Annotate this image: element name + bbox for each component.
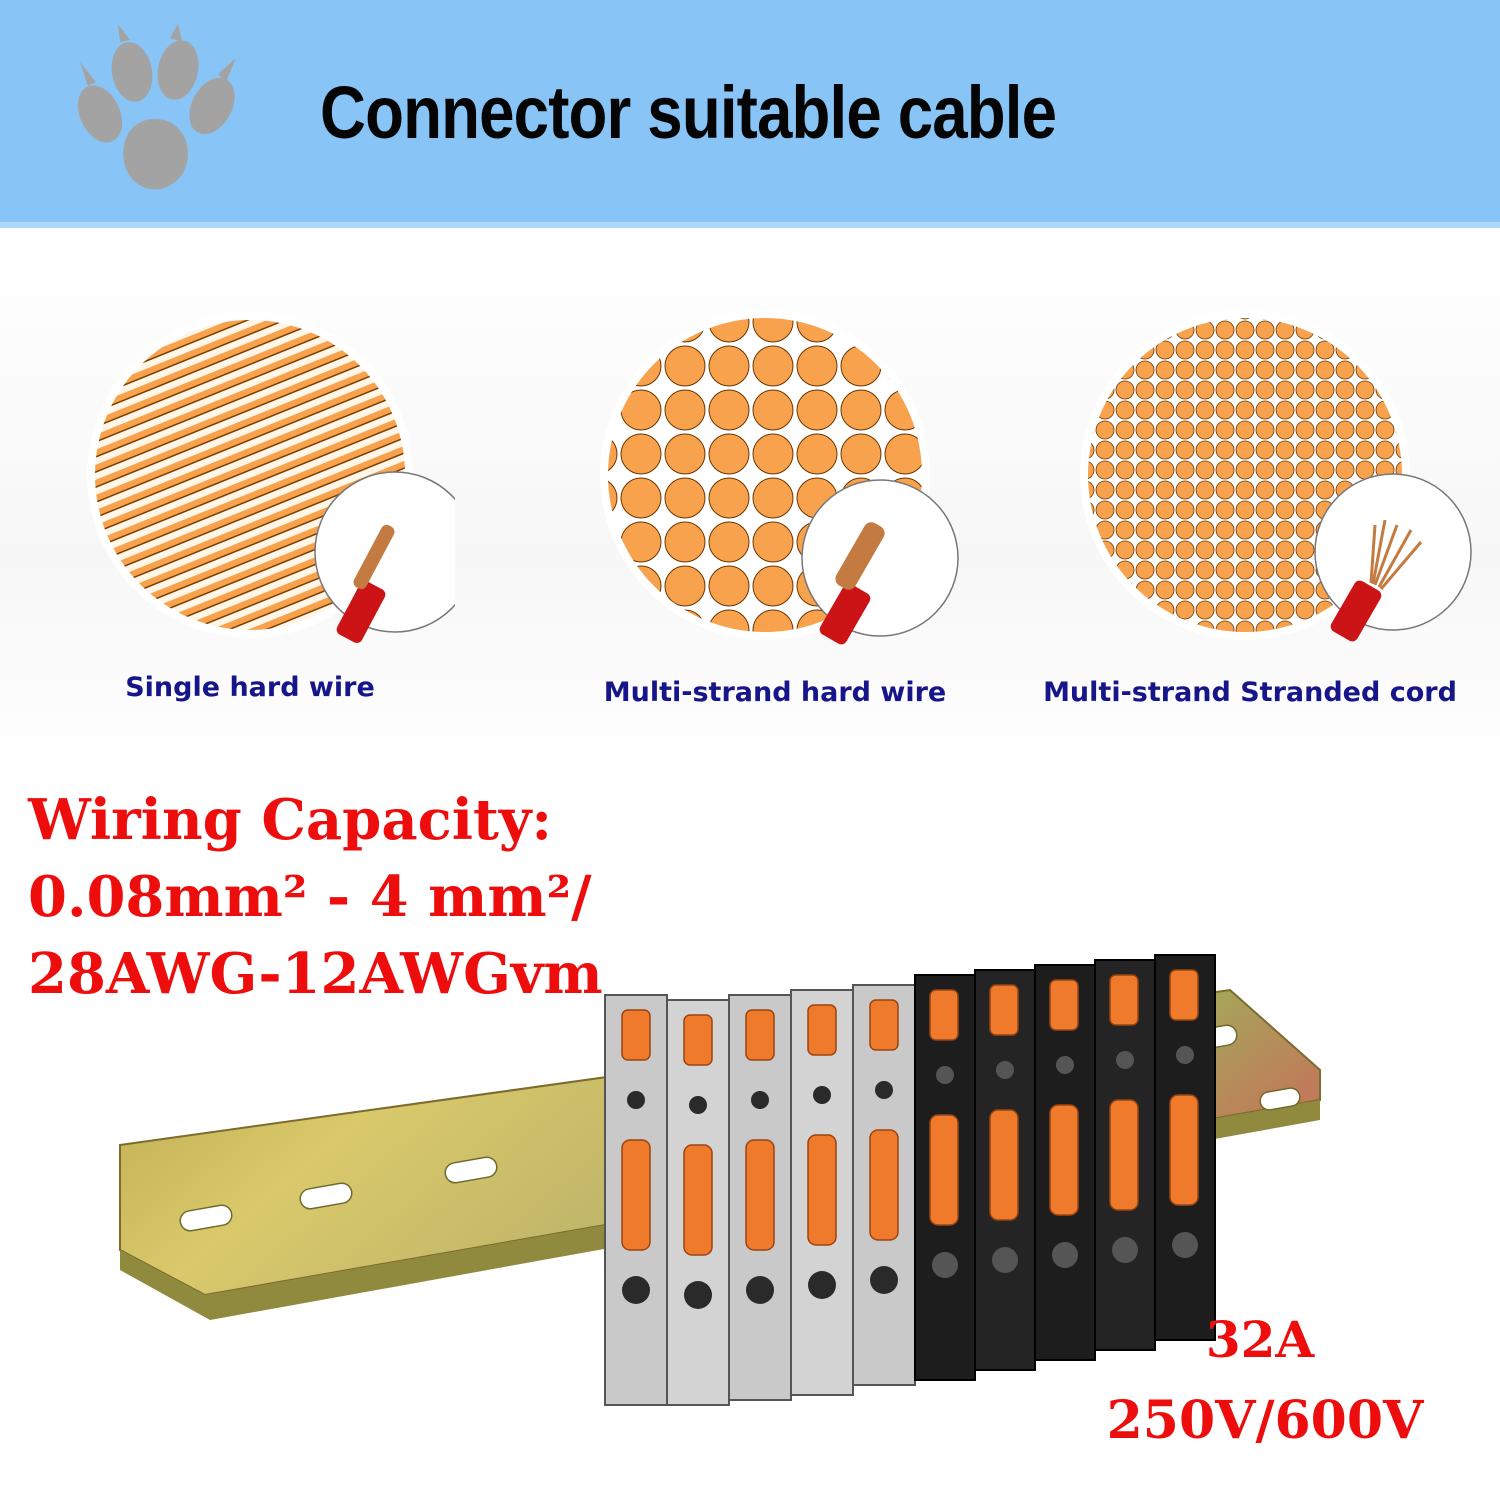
- multi-strand-hard-wire-illustration: [600, 310, 959, 645]
- spec-line-awg: 28AWG-12AWGvm: [28, 941, 603, 1007]
- single-hard-wire-illustration: [87, 312, 455, 643]
- multi-strand-stranded-cord-illustration: [1080, 310, 1472, 642]
- paw-print-icon: [77, 24, 236, 190]
- page-title: Connector suitable cable: [320, 71, 1057, 154]
- voltage-rating: 250V/600V: [1106, 1390, 1424, 1451]
- spec-line-mm2: 0.08mm² - 4 mm²/: [28, 864, 592, 930]
- header-banner: Connector suitable cable: [0, 0, 1500, 228]
- wiring-capacity-specs: Wiring Capacity: 0.08mm² - 4 mm²/ 28AWG-…: [28, 782, 603, 1013]
- spec-line-heading: Wiring Capacity:: [28, 787, 553, 853]
- current-rating: 32A: [1205, 1310, 1315, 1369]
- wire-label-multi-strand-cord: Multi-strand Stranded cord: [1043, 677, 1457, 708]
- din-rail-terminal-blocks-image: [119, 954, 1321, 1406]
- wire-label-multi-strand-hard: Multi-strand hard wire: [603, 677, 947, 708]
- wire-label-single-hard: Single hard wire: [125, 672, 375, 703]
